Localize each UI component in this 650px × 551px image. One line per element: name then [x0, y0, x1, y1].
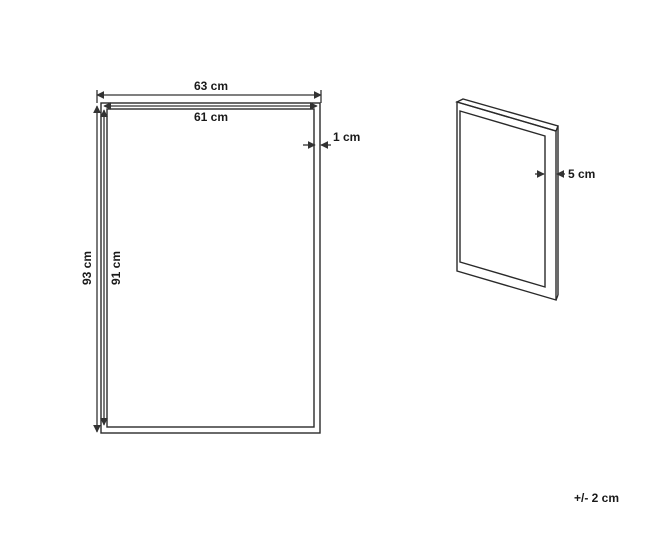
- front-view: [100, 102, 321, 434]
- tolerance-note: +/- 2 cm: [574, 491, 619, 505]
- frame-outer: [100, 102, 321, 434]
- inner-height-label: 91 cm: [109, 251, 123, 285]
- outer-height-label: 93 cm: [80, 251, 94, 285]
- border-dimension: 1 cm: [303, 130, 360, 149]
- border-label: 1 cm: [333, 130, 360, 144]
- inner-height-dimension: 91 cm: [100, 109, 123, 426]
- outer-height-dimension: 93 cm: [80, 105, 101, 433]
- side-frame-inner: [459, 110, 546, 288]
- outer-width-dimension: 63 cm: [96, 79, 322, 103]
- inner-width-label: 61 cm: [194, 110, 228, 124]
- depth-label: 5 cm: [568, 167, 595, 181]
- side-frame-outer: [456, 101, 557, 301]
- inner-width-dimension: 61 cm: [103, 102, 318, 124]
- frame-inner: [106, 108, 315, 428]
- side-view: [455, 98, 559, 301]
- depth-dimension: 5 cm: [535, 167, 595, 181]
- outer-width-label: 63 cm: [194, 79, 228, 93]
